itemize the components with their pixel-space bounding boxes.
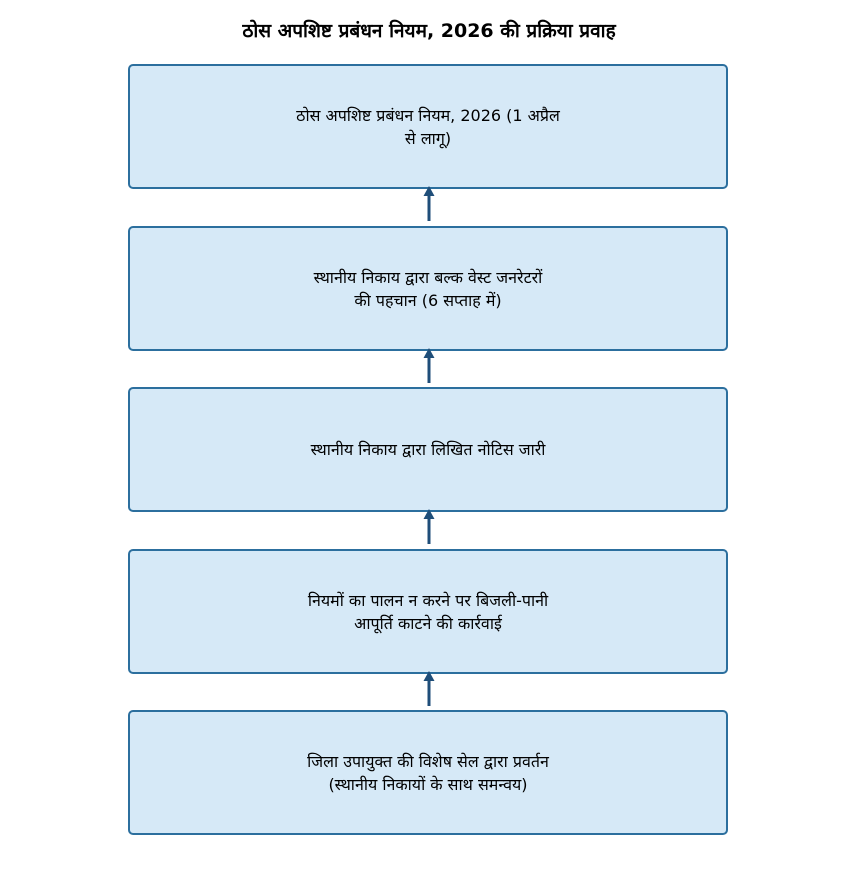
flow-step-3-label: स्थानीय निकाय द्वारा लिखित नोटिस जारी <box>310 440 546 459</box>
flow-step-2-label: स्थानीय निकाय द्वारा बल्क वेस्ट जनरेटरों… <box>313 267 543 310</box>
flow-step-5: जिला उपायुक्त की विशेष सेल द्वारा प्रवर्… <box>128 710 728 835</box>
arrow-up-4 <box>423 671 435 706</box>
diagram-title: ठोस अपशिष्ट प्रबंधन नियम, 2026 की प्रक्र… <box>242 20 616 42</box>
flow-step-3: स्थानीय निकाय द्वारा लिखित नोटिस जारी <box>128 387 728 512</box>
arrow-up-1 <box>423 186 435 221</box>
arrow-up-2 <box>423 348 435 383</box>
flow-step-4-label: नियमों का पालन न करने पर बिजली-पानी आपूर… <box>307 590 549 633</box>
arrow-up-3 <box>423 509 435 544</box>
flow-step-1: ठोस अपशिष्ट प्रबंधन नियम, 2026 (1 अप्रैल… <box>128 64 728 189</box>
flow-step-4: नियमों का पालन न करने पर बिजली-पानी आपूर… <box>128 549 728 674</box>
flow-step-2: स्थानीय निकाय द्वारा बल्क वेस्ट जनरेटरों… <box>128 226 728 351</box>
flow-step-5-label: जिला उपायुक्त की विशेष सेल द्वारा प्रवर्… <box>307 751 549 794</box>
flow-step-1-label: ठोस अपशिष्ट प्रबंधन नियम, 2026 (1 अप्रैल… <box>296 105 560 148</box>
